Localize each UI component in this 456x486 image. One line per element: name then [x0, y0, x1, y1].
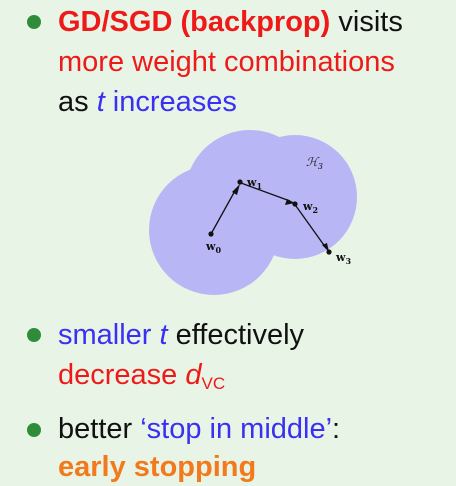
w3-point: [326, 249, 332, 255]
d-variable: d: [185, 359, 202, 391]
w0-label: w0: [205, 240, 221, 255]
early-stopping-text: early stopping: [58, 451, 257, 483]
hypothesis-region: [149, 130, 357, 295]
bullet-marker: [27, 328, 41, 342]
smaller-text: smaller: [58, 319, 160, 351]
bullet3-line1: better ‘stop in middle’:: [58, 412, 340, 446]
step-arrow-1: [210, 188, 237, 235]
gd-sgd-label: GD/SGD (backprop): [58, 6, 331, 38]
bullet2-line2: decrease dVC: [58, 358, 225, 401]
t-variable: t: [96, 86, 105, 118]
weight-points: [208, 179, 332, 255]
bullet2-line1: smaller t effectively: [58, 318, 304, 352]
arrow-head-1: [232, 184, 240, 195]
t-variable: t: [159, 319, 168, 351]
bullet1-line2: more weight combinations: [58, 46, 395, 78]
stop-in-middle-text: ‘stop in middle’: [140, 413, 333, 445]
w1-label: w1: [246, 176, 262, 191]
w2-point: [292, 201, 298, 207]
w3-label: w3: [335, 251, 351, 266]
bullet1-line3: as t increases: [58, 85, 237, 119]
arrow-head-3: [322, 243, 329, 252]
as-text: as: [58, 86, 97, 118]
bullet-marker: [27, 423, 41, 437]
vc-subscript: VC: [201, 374, 226, 393]
better-text: better: [58, 413, 141, 445]
visits-text: visits: [330, 6, 403, 38]
w2-label: w2: [302, 200, 318, 215]
effectively-text: effectively: [167, 319, 305, 351]
step-arrow-2: [240, 182, 291, 202]
trajectory: [210, 182, 327, 249]
step-arrow-3: [295, 205, 327, 249]
w0-point: [208, 231, 214, 237]
increases-text: increases: [104, 86, 237, 118]
bullet-marker: [27, 15, 41, 29]
decrease-text: decrease: [58, 359, 186, 391]
w1-point: [237, 179, 243, 185]
colon-text: :: [332, 413, 341, 445]
bullet1-line1: GD/SGD (backprop) visits: [58, 5, 403, 39]
h3-label: ℋ3: [306, 155, 323, 171]
